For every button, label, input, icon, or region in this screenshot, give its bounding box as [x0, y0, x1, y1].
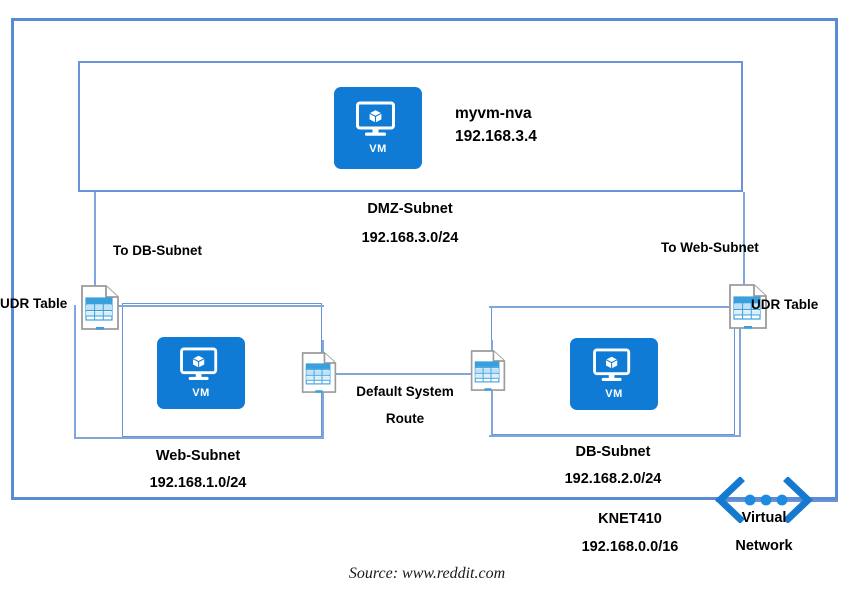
vm-icon-label: VM — [605, 388, 623, 400]
route-table-icon-udr-left[interactable] — [78, 284, 122, 332]
virtual-network-chevron-glyph — [714, 477, 814, 523]
source-caption: Source: www.reddit.com — [348, 565, 506, 582]
route-table-label-udr-left: UDR Table — [0, 296, 68, 311]
vm-name-myvm-nva: myvm-nva — [455, 105, 532, 122]
virtual-network-boundary — [11, 18, 838, 500]
vm-ip-myvm-nva: 192.168.3.4 — [455, 128, 537, 145]
subnet-name-db: DB-Subnet — [575, 444, 651, 460]
vnet-cidr: 192.168.0.0/16 — [581, 539, 679, 555]
connector-udr-left-vertical — [74, 305, 76, 438]
connector-dmz-to-udr-left — [94, 192, 96, 289]
route-table-doc-glyph — [301, 352, 337, 393]
virtual-network-icon-label-line1: Virtual — [741, 510, 787, 526]
connector-default-system-route — [334, 373, 480, 375]
subnet-cidr-dmz: 192.168.3.0/24 — [361, 230, 459, 246]
vm-icon-db-subnet[interactable]: VM — [570, 338, 658, 410]
subnet-cidr-web: 192.168.1.0/24 — [149, 475, 247, 491]
vm-icon-web-subnet[interactable]: VM — [157, 337, 245, 409]
default-system-route-label-line2: Route — [385, 411, 425, 426]
virtual-network-icon-label-line2: Network — [735, 538, 793, 554]
subnet-name-web: Web-Subnet — [155, 448, 241, 464]
route-label-to-web-subnet: To Web-Subnet — [661, 240, 759, 255]
route-table-doc-glyph — [729, 284, 767, 329]
virtual-network-icon[interactable] — [714, 477, 814, 523]
vm-icon-label: VM — [192, 387, 210, 399]
route-table-icon-default-system-left[interactable] — [299, 350, 339, 396]
route-table-label-udr-right: UDR Table — [751, 297, 819, 312]
route-table-doc-glyph — [470, 350, 506, 391]
connector-udr-right-vertical — [739, 306, 741, 436]
route-label-to-db-subnet: To DB-Subnet — [113, 243, 202, 258]
connector-db-bottom — [489, 435, 741, 437]
monitor-cube-glyph — [356, 101, 395, 136]
connector-dmz-to-udr-right — [743, 192, 745, 289]
connector-udr-right-to-db-subnet — [489, 306, 739, 308]
route-table-doc-glyph — [81, 285, 119, 330]
monitor-cube-glyph — [593, 348, 631, 382]
subnet-box-dmz — [78, 61, 743, 192]
vm-icon-myvm-nva[interactable]: VM — [334, 87, 422, 169]
route-table-icon-udr-right[interactable] — [726, 283, 770, 331]
connector-udr-left-to-web-subnet — [114, 305, 324, 307]
route-table-icon-default-system-right[interactable] — [468, 348, 508, 394]
subnet-name-dmz: DMZ-Subnet — [367, 201, 453, 217]
subnet-cidr-db: 192.168.2.0/24 — [564, 471, 662, 487]
monitor-cube-glyph — [180, 347, 218, 381]
vm-icon-label: VM — [369, 143, 387, 155]
vnet-name: KNET410 — [598, 511, 662, 527]
connector-web-bottom — [74, 437, 324, 439]
default-system-route-label-line1: Default System — [356, 384, 454, 399]
